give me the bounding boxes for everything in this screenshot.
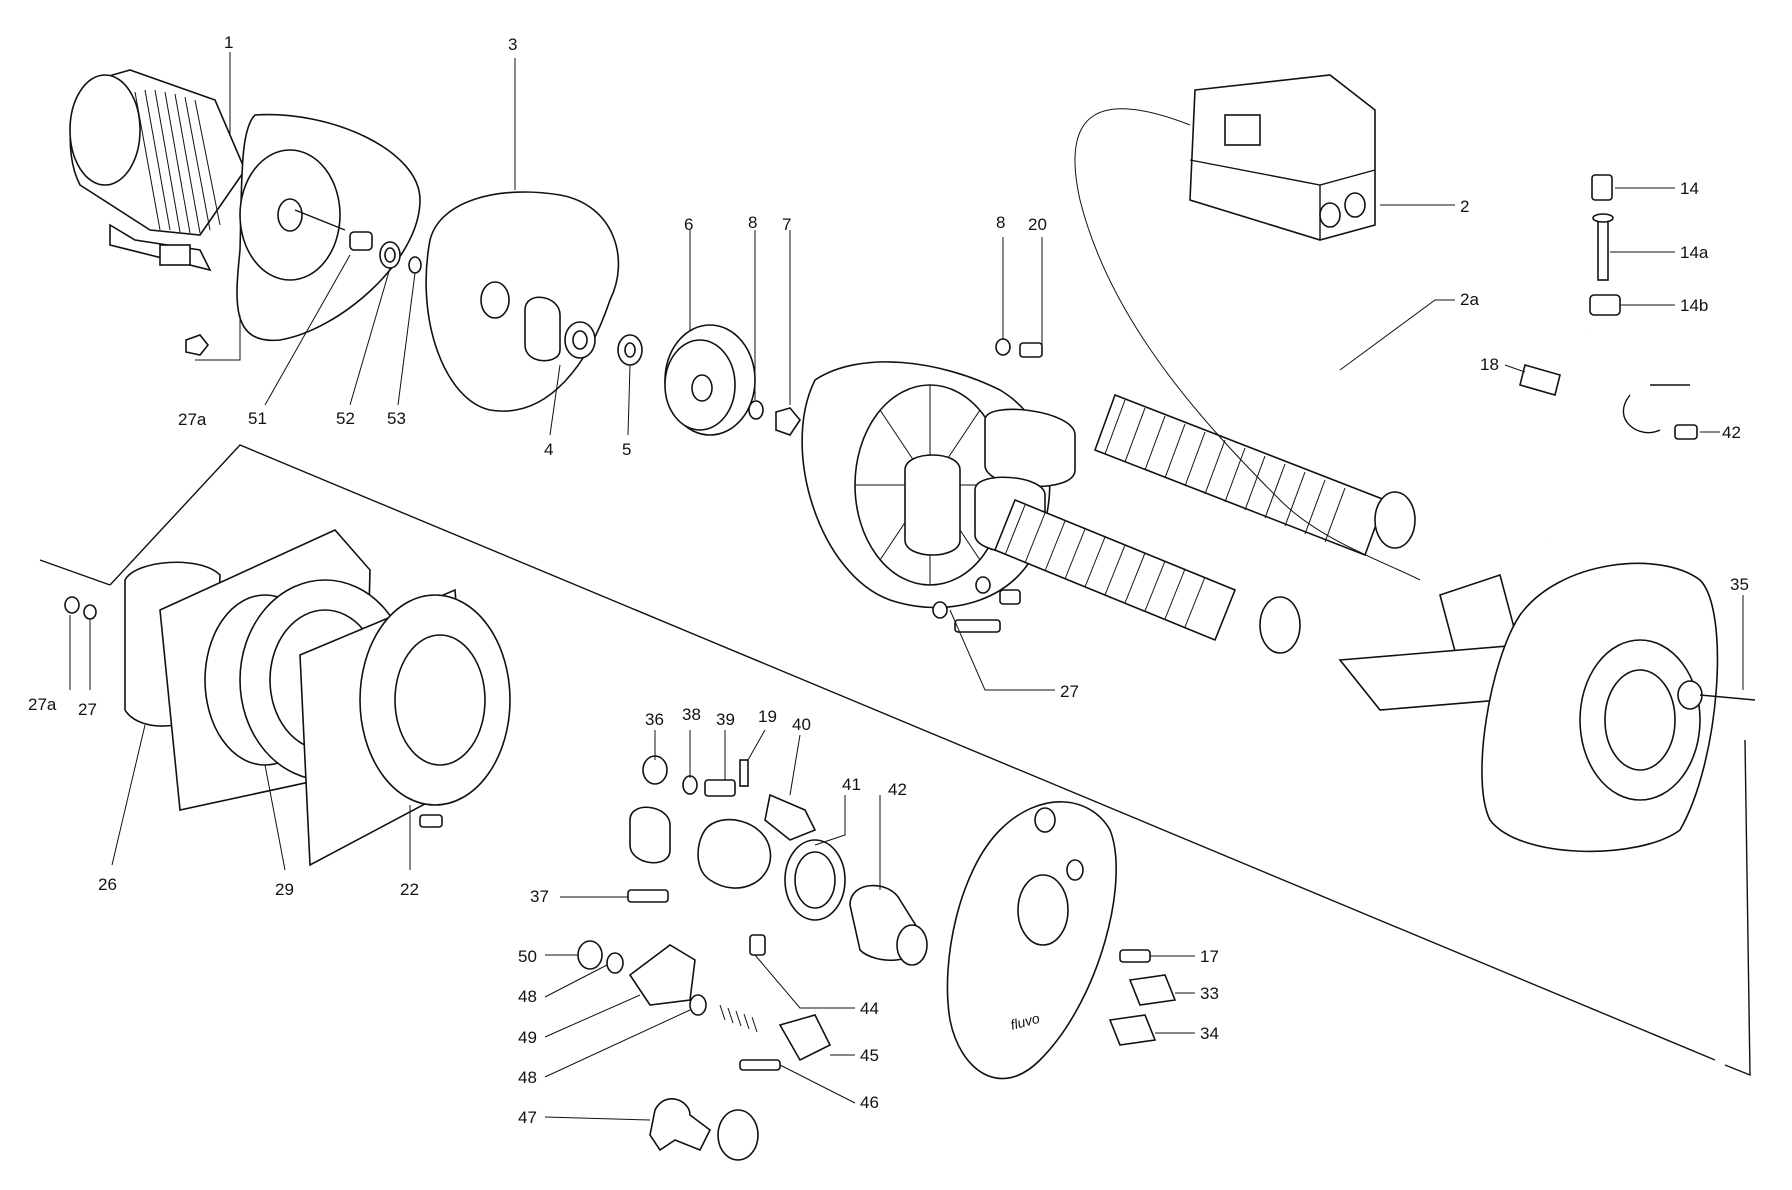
callout-52: 52: [336, 409, 355, 428]
shaft-seals: [185, 241, 422, 356]
callout-34: 34: [1200, 1024, 1219, 1043]
callout-42-top: 42: [1722, 423, 1741, 442]
callout-1: 1: [224, 33, 233, 52]
callout-7: 7: [782, 215, 791, 234]
nozzle-assembly: [627, 755, 928, 966]
callout-22: 22: [400, 880, 419, 899]
callout-42: 42: [888, 780, 907, 799]
motor: [69, 69, 421, 342]
burner-tube: [1338, 562, 1756, 853]
burner-front-plate: [801, 361, 1076, 609]
callout-6: 6: [684, 215, 693, 234]
callout-18: 18: [1480, 355, 1499, 374]
callout-8-right: 8: [996, 213, 1005, 232]
leader-lines: [69, 52, 1744, 1121]
impeller: [664, 324, 801, 436]
callout-2a: 2a: [1460, 290, 1479, 309]
pump-housing-plate: [425, 191, 643, 412]
callout-17: 17: [1200, 947, 1219, 966]
brand-logo: fluvo: [1009, 1010, 1042, 1033]
callout-39: 39: [716, 710, 735, 729]
callout-14a: 14a: [1680, 243, 1709, 262]
mounting-flanges: [64, 529, 511, 867]
callout-27-left: 27: [78, 700, 97, 719]
flex-hoses: [993, 393, 1416, 654]
callout-20: 20: [1028, 215, 1047, 234]
electrode-parts: [577, 940, 832, 1161]
nozzle-fittings: [1519, 174, 1698, 541]
callout-53: 53: [387, 409, 406, 428]
callout-36: 36: [645, 710, 664, 729]
group-boundary-lines: [39, 384, 1751, 1077]
callout-38: 38: [682, 705, 701, 724]
callout-14: 14: [1680, 179, 1699, 198]
callout-2: 2: [1460, 197, 1469, 216]
callout-33: 33: [1200, 984, 1219, 1003]
callout-5: 5: [622, 440, 631, 459]
ignition-transformer: [1074, 74, 1421, 581]
callout-50: 50: [518, 947, 537, 966]
callout-41: 41: [842, 775, 861, 794]
callout-48-b: 48: [518, 1068, 537, 1087]
callout-3: 3: [508, 35, 517, 54]
callout-19: 19: [758, 707, 777, 726]
callout-27a-left: 27a: [28, 695, 57, 714]
callout-14b: 14b: [1680, 296, 1708, 315]
callout-labels: 1 3 6 8 7 8 20 2 14 14a 14b 2a 18 42 27a…: [28, 33, 1749, 1127]
air-cover: [946, 801, 1177, 1080]
callout-8: 8: [748, 213, 757, 232]
front-plate-bolts: [932, 338, 1043, 633]
callout-35: 35: [1730, 575, 1749, 594]
callout-49: 49: [518, 1028, 537, 1047]
callout-4: 4: [544, 440, 553, 459]
callout-26: 26: [98, 875, 117, 894]
callout-45: 45: [860, 1046, 879, 1065]
callout-46: 46: [860, 1093, 879, 1112]
callout-47: 47: [518, 1108, 537, 1127]
callout-48-a: 48: [518, 987, 537, 1006]
callout-44: 44: [860, 999, 879, 1018]
callout-40: 40: [792, 715, 811, 734]
callout-51: 51: [248, 409, 267, 428]
callout-27a-top: 27a: [178, 410, 207, 429]
callout-37: 37: [530, 887, 549, 906]
callout-29: 29: [275, 880, 294, 899]
callout-27-top: 27: [1060, 682, 1079, 701]
